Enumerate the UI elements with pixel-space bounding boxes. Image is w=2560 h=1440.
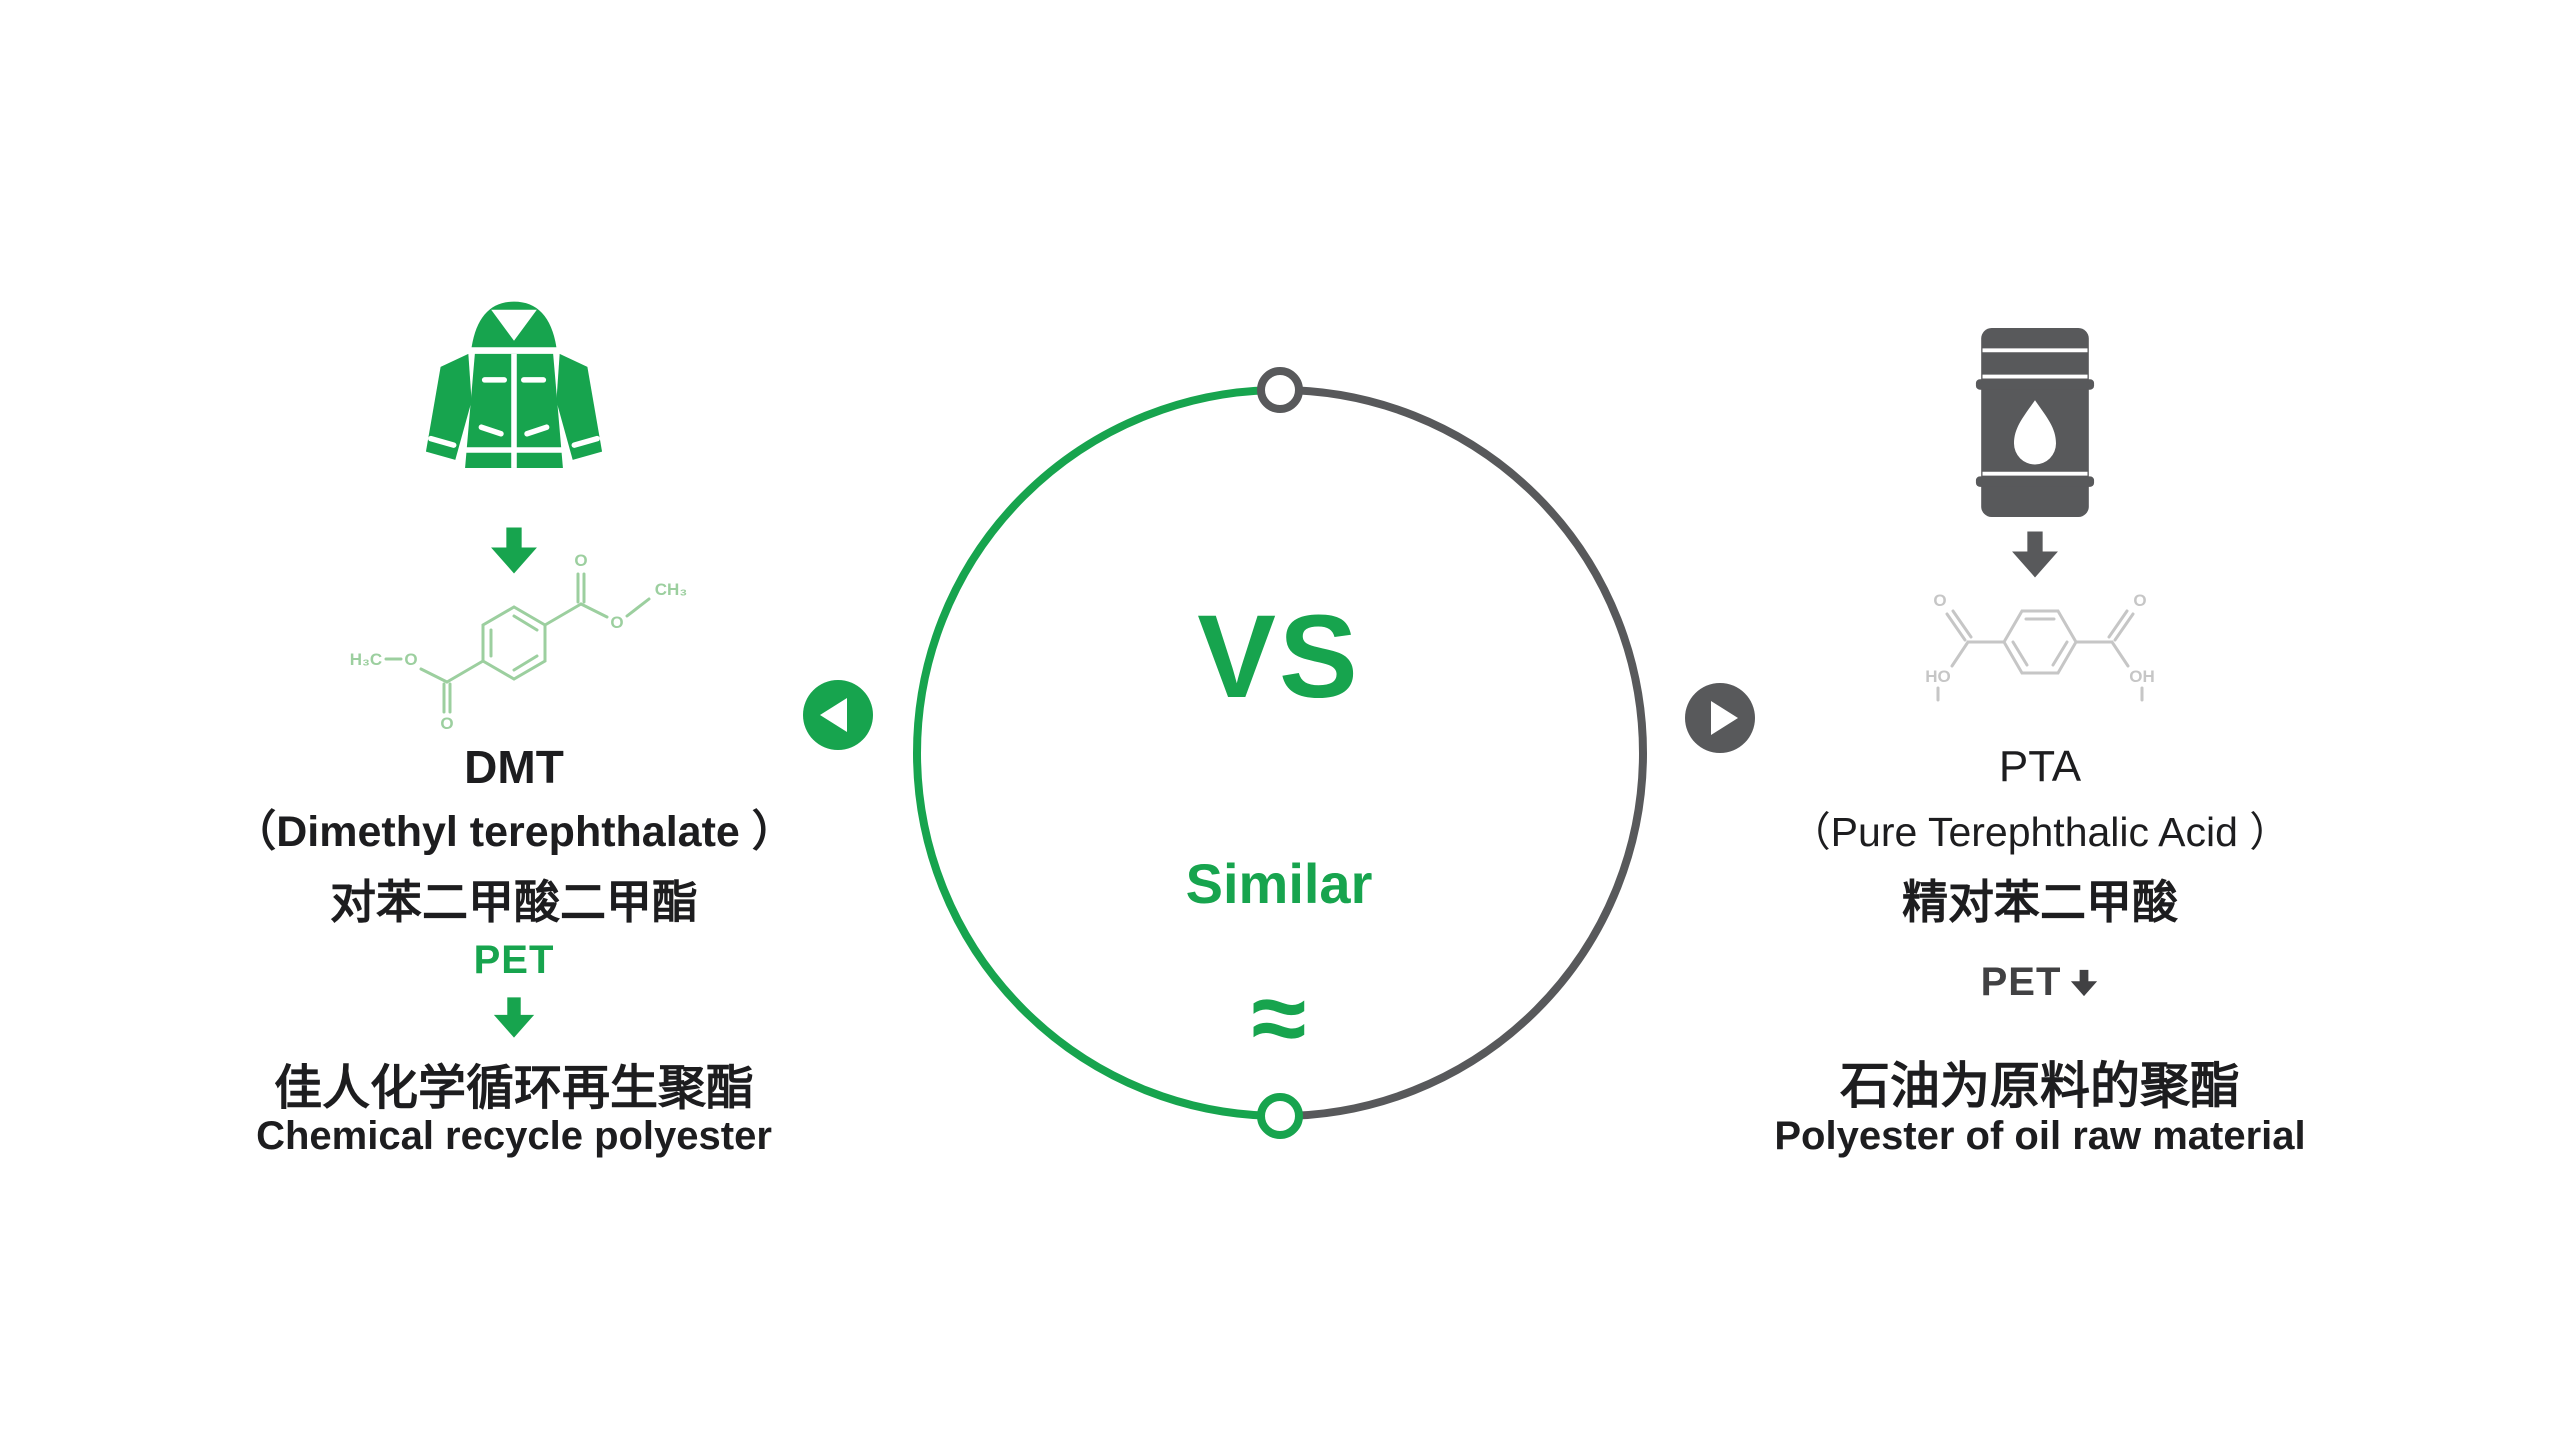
- right-triangle-icon: [1685, 683, 1755, 753]
- dmt-result-chinese: 佳人化学循环再生聚酯: [273, 1062, 754, 1115]
- dmt-molecule-diagram: O O CH₃ O O H₃C: [350, 551, 687, 733]
- down-arrow-icon: [491, 527, 537, 574]
- pta-result-english: Polyester of oil raw material: [1774, 1114, 2306, 1158]
- down-arrow-icon: [493, 997, 535, 1038]
- molecule-label-o: O: [1933, 591, 1946, 610]
- molecule-label-h3c: H₃C: [350, 650, 382, 669]
- connector-dot-bottom: [1257, 1093, 1303, 1139]
- right-arrow-button[interactable]: [1685, 683, 1755, 753]
- pet-label-right: PET: [1980, 960, 2062, 1004]
- pta-title: PTA: [1998, 742, 2082, 791]
- molecule-label-o: O: [2133, 591, 2146, 610]
- dmt-full-name: （Dimethyl terephthalate ）: [233, 808, 795, 856]
- down-arrow-icon: [2012, 531, 2058, 578]
- molecule-label-o: O: [440, 714, 453, 733]
- similar-label: Similar: [1185, 852, 1373, 915]
- pta-full-name: （Pure Terephthalic Acid ）: [1789, 809, 2291, 855]
- approx-symbol: ≈: [1251, 962, 1307, 1074]
- pet-label-left: PET: [473, 938, 555, 982]
- jacket-icon: [425, 301, 603, 468]
- left-triangle-icon: [803, 680, 873, 750]
- down-arrow-icon: [2071, 969, 2098, 996]
- dmt-chinese-name: 对苯二甲酸二甲酯: [330, 876, 698, 928]
- pta-molecule-diagram: O HO O OH: [1925, 591, 2155, 702]
- vs-label: VS: [1197, 591, 1361, 723]
- vs-circle: [913, 367, 1647, 1139]
- dmt-title: DMT: [464, 741, 564, 793]
- pta-chinese-name: 精对苯二甲酸: [1902, 876, 2178, 928]
- dmt-result-english: Chemical recycle polyester: [256, 1114, 772, 1158]
- left-arrow-button[interactable]: [803, 680, 873, 750]
- molecule-label-oh: OH: [2129, 667, 2155, 686]
- molecule-label-o: O: [610, 613, 623, 632]
- molecule-label-ch3: CH₃: [655, 580, 687, 599]
- molecule-label-o: O: [574, 551, 587, 570]
- molecule-label-o: O: [404, 650, 417, 669]
- pta-pet-row: PET: [1676, 960, 2404, 1005]
- connector-dot-top: [1257, 367, 1303, 413]
- pta-result-chinese: 石油为原料的聚酯: [1840, 1058, 2240, 1114]
- molecule-label-ho: HO: [1925, 667, 1951, 686]
- oil-drop-icon: [2014, 400, 2056, 465]
- oil-barrel-icon: [1975, 328, 2095, 517]
